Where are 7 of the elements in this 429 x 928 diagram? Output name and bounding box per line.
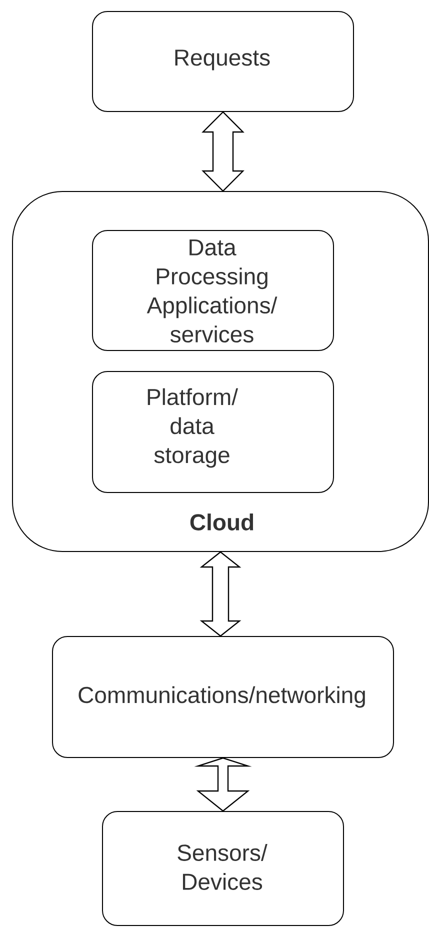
double-arrow	[200, 551, 242, 637]
process-box: Requests	[92, 11, 354, 112]
process-box: Communications/networking	[52, 636, 394, 758]
process-box: Data Processing Applications/ services	[92, 230, 334, 351]
double-arrow	[202, 111, 244, 192]
process-box: Platform/ data storage	[92, 371, 334, 493]
process-box: Sensors/ Devices	[102, 811, 344, 926]
